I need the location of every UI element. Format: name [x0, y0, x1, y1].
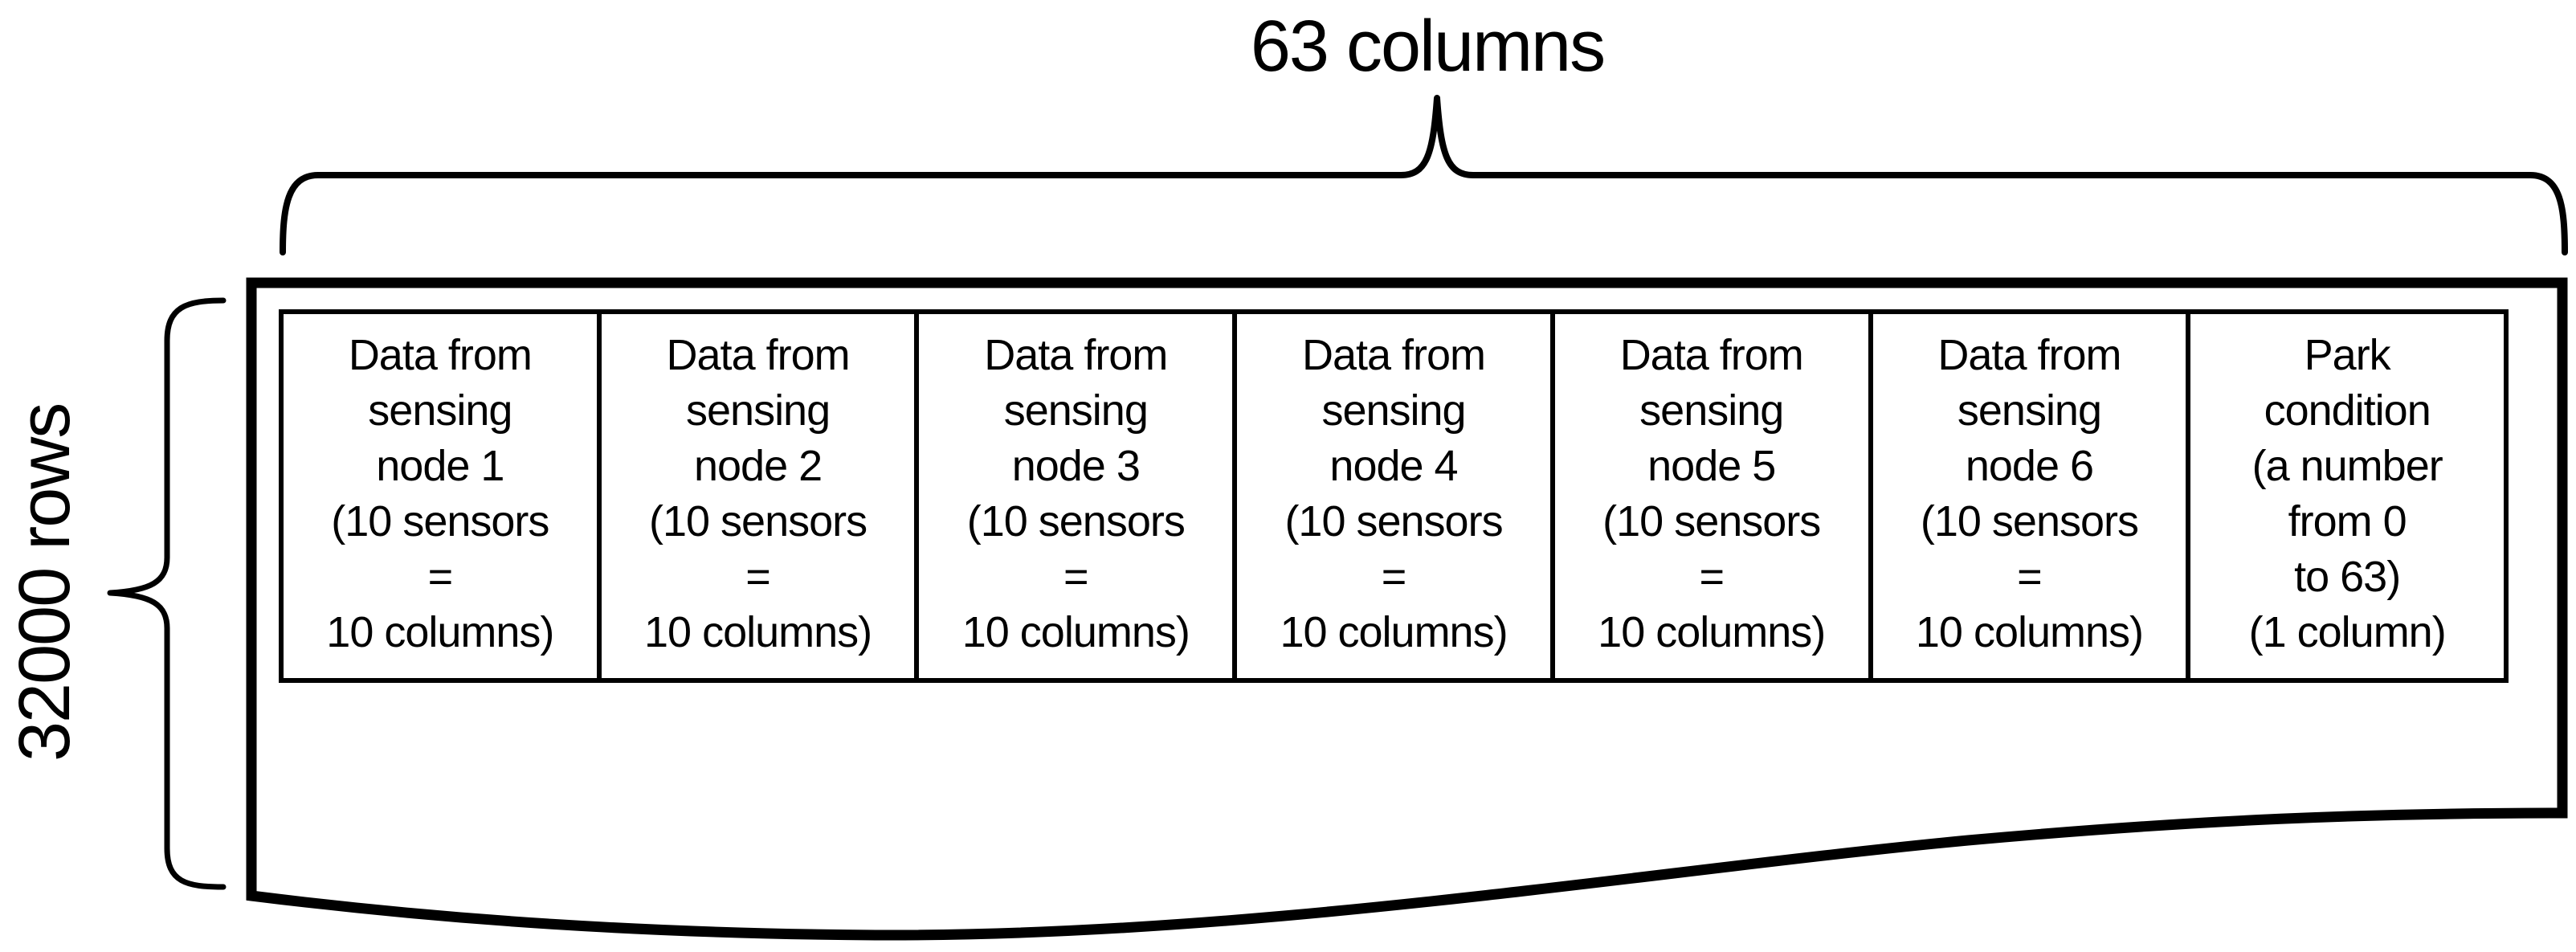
table-cell-park-condition: Park condition (a number from 0 to 63) (… — [2248, 330, 2447, 656]
table-cell-sensing-node-1: Data from sensing node 1 (10 sensors = 1… — [284, 314, 602, 678]
table-cell-sensing-node-6: Data from sensing node 6 (10 sensors = 1… — [1873, 314, 2191, 678]
column-count-label: 63 columns — [1250, 6, 1606, 87]
table-cell-sensing-node-5: Data from sensing node 5 (10 sensors = 1… — [1555, 314, 1873, 678]
table-cell-sensing-node-3: Data from sensing node 3 (10 sensors = 1… — [919, 314, 1238, 678]
matrix-outline — [246, 277, 2568, 941]
table-cell-sensing-node-4: Data from sensing node 4 (10 sensors = 1… — [1237, 314, 1555, 678]
row-count-label: 32000 rows — [5, 403, 85, 762]
top-brace — [280, 95, 2568, 255]
table-cell-sensing-node-2: Data from sensing node 2 (10 sensors = 1… — [602, 314, 920, 678]
left-brace — [107, 297, 227, 890]
table-row: Data from sensing node 1 (10 sensors = 1… — [279, 309, 2509, 683]
